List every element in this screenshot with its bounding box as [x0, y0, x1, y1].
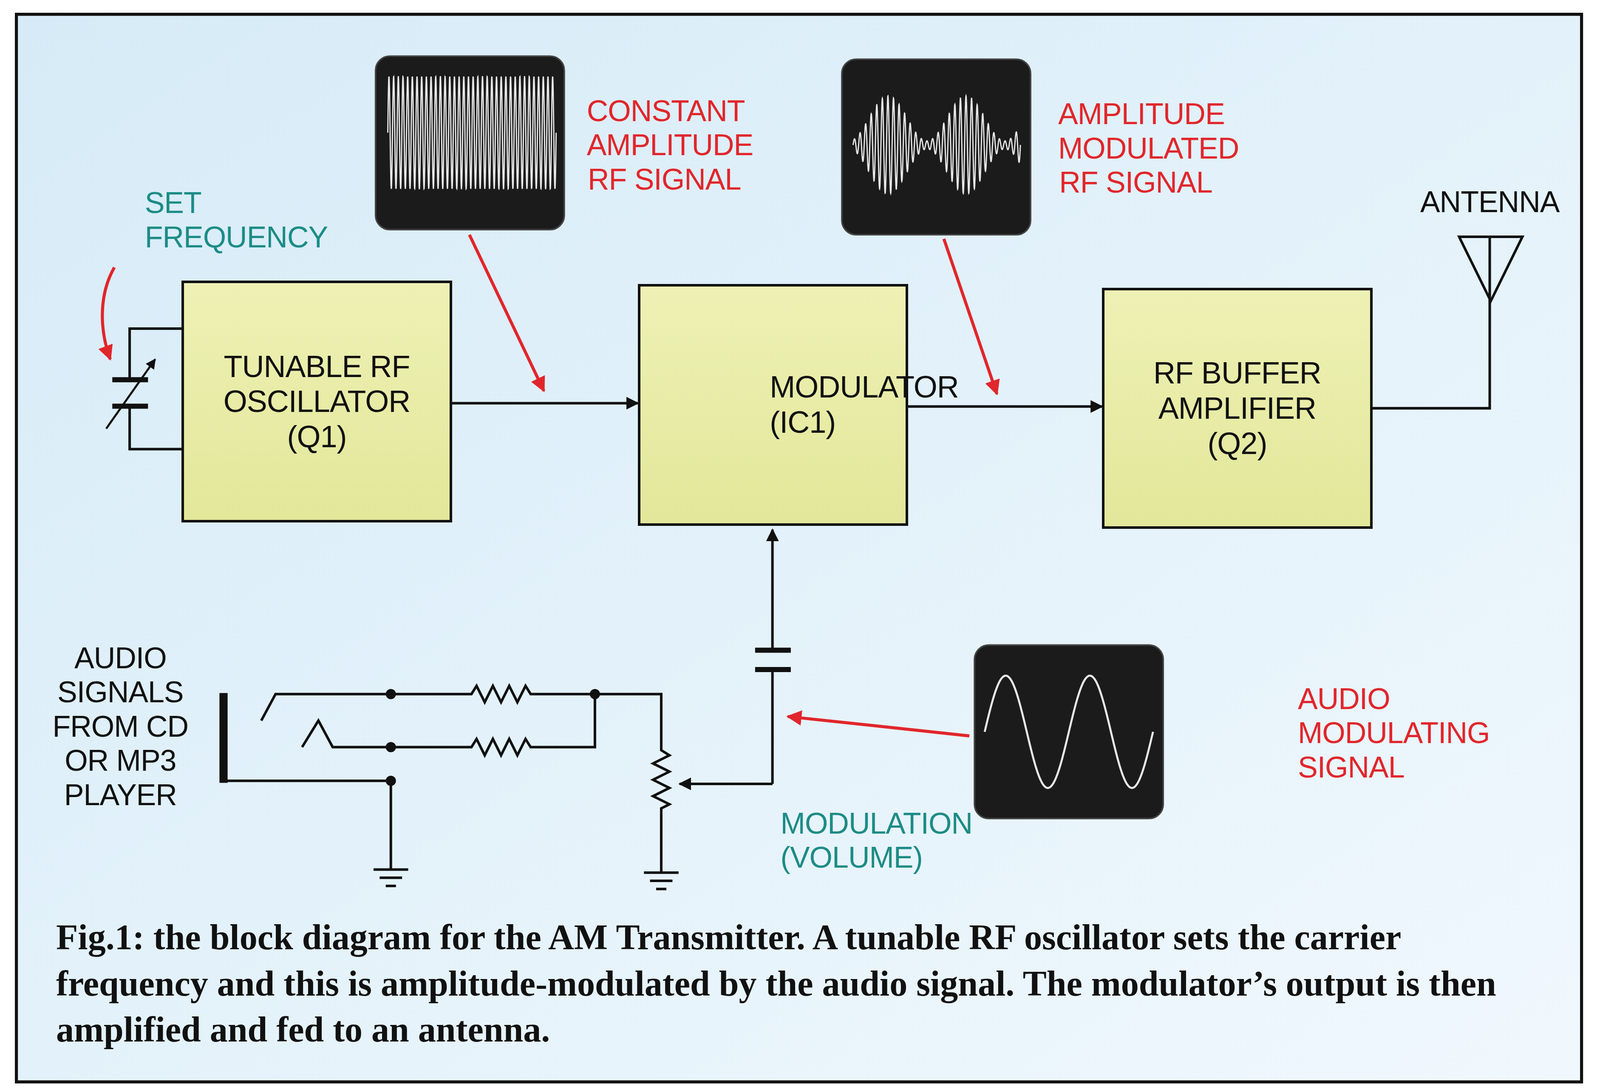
ground-symbol	[656, 887, 667, 890]
resistor-symbol	[390, 685, 595, 702]
signal-arrow	[908, 404, 1102, 408]
wire	[129, 406, 182, 450]
ground-symbol	[385, 884, 397, 887]
wire	[771, 529, 774, 650]
junction-dot	[589, 688, 601, 700]
antenna-triangle	[1459, 236, 1523, 301]
jack-tip	[261, 693, 391, 721]
annotation-label: AUDIO MODULATING SIGNAL	[1297, 681, 1305, 785]
box-label: RF BUFFER AMPLIFIER (Q2)	[1152, 355, 1323, 461]
variable-capacitor	[106, 328, 182, 449]
process-box: MODULATOR (IC1)	[637, 283, 909, 526]
potentiometer-symbol	[594, 693, 670, 873]
junction-dots	[385, 688, 601, 786]
capacitor-plate	[755, 666, 791, 672]
resistor-symbol	[390, 693, 595, 756]
box-label: MODULATOR (IC1)	[769, 369, 776, 440]
leader-arrow	[787, 716, 970, 736]
leader-arrow	[102, 267, 115, 360]
ground-symbol	[379, 876, 403, 879]
scope-screen	[841, 59, 1031, 235]
junction-dot	[385, 775, 397, 786]
leader-arrow	[469, 234, 544, 391]
modulated-rf-wave	[852, 96, 1021, 194]
antenna-symbol	[1372, 236, 1523, 408]
audio-sine-wave	[984, 675, 1153, 788]
annotation-label: MODULATION (VOLUME)	[780, 806, 788, 875]
signal-arrow	[452, 401, 638, 405]
wire	[771, 669, 774, 784]
process-box: TUNABLE RF OSCILLATOR (Q1)	[181, 280, 452, 523]
annotation-label: SET FREQUENCY	[144, 185, 152, 255]
ground-symbol	[643, 871, 679, 874]
leader-arrow	[943, 238, 997, 394]
ground-symbol	[373, 868, 409, 871]
scope-screen	[375, 56, 565, 230]
jack-sleeve	[223, 780, 391, 870]
wire	[129, 328, 182, 380]
tuning-arrow	[106, 359, 156, 429]
junction-dot	[385, 688, 397, 700]
constant-rf-wave	[387, 76, 557, 189]
annotation-label: CONSTANT AMPLITUDE RF SIGNAL	[586, 93, 742, 197]
ground-symbol	[650, 879, 673, 882]
wiper-arrow	[679, 782, 773, 785]
annotation-label: ANTENNA	[1419, 184, 1561, 220]
jack-body	[219, 692, 228, 783]
annotation-label: AMPLITUDE MODULATED RF SIGNAL	[1058, 96, 1214, 200]
capacitor-plate	[112, 403, 148, 409]
jack-ring	[302, 720, 391, 747]
box-label: TUNABLE RF OSCILLATOR (Q1)	[222, 348, 411, 455]
scope-screen	[974, 644, 1164, 819]
process-box: RF BUFFER AMPLIFIER (Q2)	[1101, 287, 1373, 529]
audio-input-circuit	[223, 529, 791, 889]
figure-caption: Fig.1: the block diagram for the AM Tran…	[56, 914, 1526, 1053]
junction-dot	[385, 741, 397, 752]
annotation-label: AUDIO SIGNALS FROM CD OR MP3 PLAYER	[51, 640, 190, 813]
frame	[16, 14, 1582, 1082]
